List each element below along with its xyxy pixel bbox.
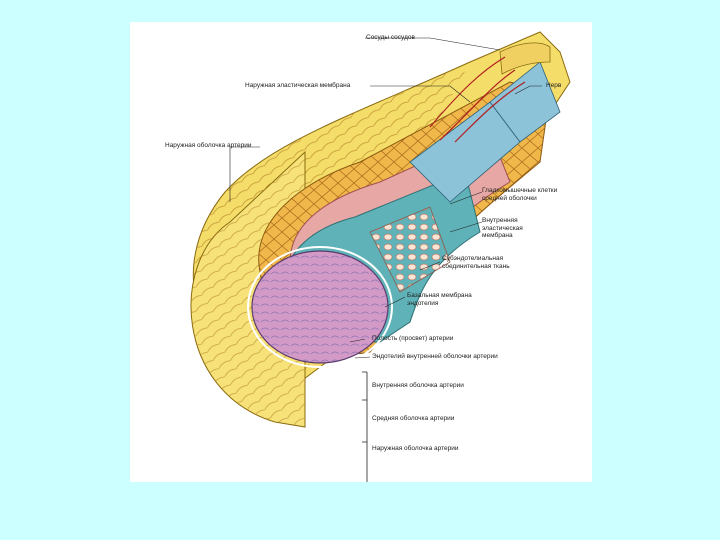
label-adventitia: Наружная оболочка артерии (165, 142, 252, 149)
label-vessels: Сосуды сосудов (366, 34, 415, 41)
label-endothelium: Эндотелий внутренней оболочки артерии (372, 353, 498, 360)
label-nerve: Нерв (546, 82, 562, 89)
vasa-vasorum (429, 56, 526, 143)
label-subendothelial: Субэндотелиальная соединительная ткань (442, 255, 510, 270)
label-layer-outer: Наружная оболочка артерии (372, 445, 459, 452)
label-outer-membrane: Наружная эластическая мембрана (245, 82, 351, 89)
label-layer-middle: Средняя оболочка артерии (372, 415, 455, 422)
label-smooth-muscle: Гладкомышечные клетки средней оболочки (482, 187, 558, 202)
label-layer-inner: Внутренняя оболочка артерии (372, 382, 464, 389)
label-internal-membrane: Внутренняя эластическая мембрана (482, 217, 523, 239)
nerve (499, 42, 551, 75)
label-basal-membrane: Базальная мембрана эндотелия (407, 292, 472, 307)
diagram-panel: Сосуды сосудов Наружная эластическая мем… (130, 22, 592, 482)
artery-diagram (190, 31, 571, 482)
label-lumen: Полость (просвет) артерии (372, 335, 454, 342)
